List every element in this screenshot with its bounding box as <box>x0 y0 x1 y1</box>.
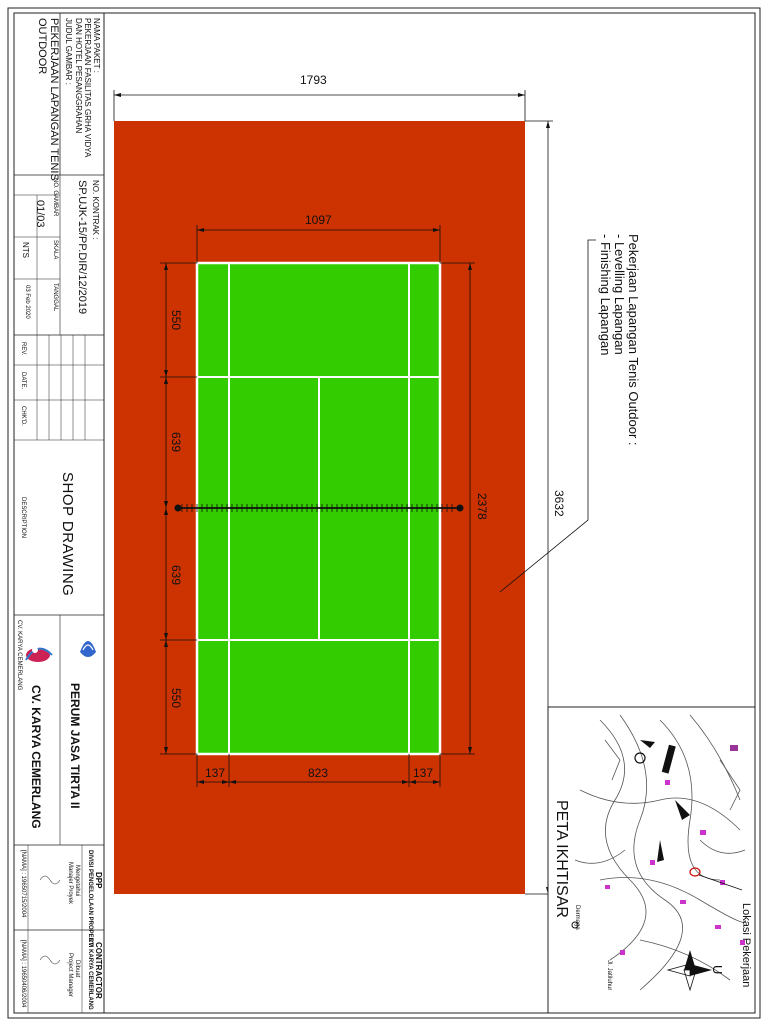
notes-item-levelling: - Levelling Lapangan <box>612 234 627 355</box>
signature-marks <box>39 875 61 965</box>
package-line2: DAN HOTEL PESANGGRAHAN <box>74 18 83 134</box>
contractor-label: CONTRACTOR <box>94 942 103 999</box>
dim-overall-width: 1793 <box>300 73 327 87</box>
cv-karya-cemerlang-logo <box>25 647 53 662</box>
drawing-title-label: JUDUL GAMBAR : <box>64 18 73 85</box>
map-place-road: Jl. Jatiluhur <box>606 960 612 991</box>
dim-back-zone-top: 550 <box>169 310 183 331</box>
contractor-sub2: Project Manager <box>67 953 73 998</box>
map-location-label: Lokasi Pekerjaan <box>740 903 752 988</box>
map-title: PETA IKHTISAR <box>553 800 570 918</box>
net-post-left <box>174 504 182 512</box>
dpp-division: DIVISI PENGELOLAAN PROPERTI <box>87 850 93 948</box>
perum-jasa-tirta-logo <box>80 641 96 657</box>
map-illustration <box>574 714 746 991</box>
work-location-marker <box>689 867 701 877</box>
owner-name: PERUM JASA TIRTA II <box>68 683 82 809</box>
contractor-name-small: CV. KARYA CEMERLANG <box>87 938 93 1010</box>
contract-label: NO. KONTRAK : <box>91 180 100 240</box>
logo-caption: CV. KARYA CEMERLANG <box>16 620 22 691</box>
date-value: 03 Feb 2020 <box>24 285 30 319</box>
dim-court-width: 1097 <box>305 213 332 227</box>
scale-value: NTS <box>21 242 30 258</box>
dpp-sub1: Mengetahui <box>74 865 80 897</box>
notes-item-finishing: - Finishing Lapangan <box>598 234 613 356</box>
drawing-no: 01/03 <box>34 200 46 228</box>
contractor-company: CV. KARYA CEMERLANG <box>29 685 43 829</box>
notes-heading: Pekerjaan Lapangan Tenis Outdoor : <box>626 234 641 446</box>
drawing-title-line2: OUTDOOR <box>36 18 48 75</box>
package-label: NAMA PAKET : <box>92 18 101 73</box>
drawing-no-label: NO. GAMBAR <box>52 178 58 217</box>
nip-right: [NAMA] : 19650406/2004 <box>20 940 26 1008</box>
dim-alley-left: 137 <box>205 766 226 780</box>
dpp-label: DPP <box>94 872 103 889</box>
title-block-frame <box>13 12 105 1014</box>
map-north-label: U <box>710 965 725 975</box>
drawing-title-line1: PEKERJAAN LAPANGAN TENIS <box>48 18 60 181</box>
dim-alley-right: 137 <box>413 766 434 780</box>
dim-court-length: 2378 <box>475 493 489 520</box>
tennis-court <box>174 261 464 756</box>
dim-service-bottom: 639 <box>169 565 183 586</box>
shop-drawing-title: SHOP DRAWING <box>59 472 76 597</box>
dim-service-top: 639 <box>169 432 183 453</box>
outer-border <box>7 7 761 1019</box>
date-label: TANGGAL <box>52 283 58 312</box>
dim-overall-length: 3632 <box>552 490 566 517</box>
map-place-dermaga: Dermaga <box>574 905 580 930</box>
rev-header: REV. <box>20 342 26 356</box>
map-markers <box>571 740 745 955</box>
contract-number: SP.UJK-15/PP.DIR/12/2019 <box>76 180 88 315</box>
date-col-header: DATE. <box>20 372 26 390</box>
dpp-sub2: Manajer Proyek <box>67 862 73 905</box>
net-post-right <box>456 504 464 512</box>
dim-singles-width: 823 <box>308 766 329 780</box>
north-arrow-icon <box>666 950 712 992</box>
contractor-sub1: Dibuat <box>74 960 80 978</box>
chkd-header: CHK'D. <box>20 406 26 426</box>
scale-label: SKALA <box>52 240 58 260</box>
description-header: DESCRIPTION <box>20 497 26 539</box>
map-feature-icon <box>634 752 646 764</box>
package-line1: PEKERJAAN FASILITAS GRHA VIDYA <box>83 18 92 158</box>
dim-back-zone-bottom: 550 <box>169 688 183 709</box>
nip-left: [NAMA] : 19650715/2004 <box>20 850 26 918</box>
